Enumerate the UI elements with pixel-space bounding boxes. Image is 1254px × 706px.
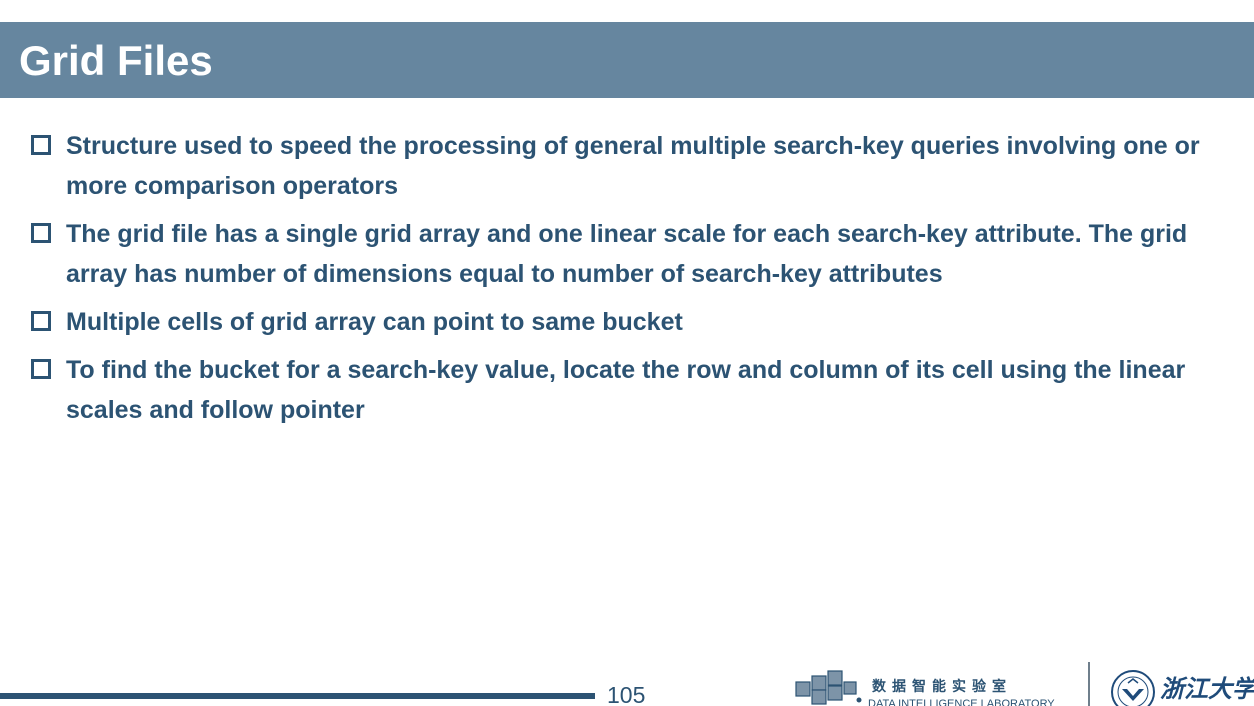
title-bar: Grid Files <box>0 22 1254 98</box>
footer-line <box>0 693 595 699</box>
bullet-text: To find the bucket for a search-key valu… <box>66 356 1186 424</box>
bullet-item: To find the bucket for a search-key valu… <box>30 350 1230 430</box>
square-bullet-icon <box>31 135 51 155</box>
square-bullet-icon <box>31 311 51 331</box>
square-bullet-icon <box>31 223 51 243</box>
bullet-text: Structure used to speed the processing o… <box>66 132 1200 200</box>
footer-divider <box>1088 662 1090 706</box>
lab-name-en: DATA INTELLIGENCE LABORATORY <box>868 698 1055 706</box>
bullet-item: Structure used to speed the processing o… <box>30 126 1230 206</box>
square-bullet-icon <box>31 359 51 379</box>
university-name: 浙江大学 <box>1160 674 1254 703</box>
page-number: 105 <box>607 682 646 706</box>
bullet-list: Structure used to speed the processing o… <box>30 126 1230 438</box>
bullet-item: The grid file has a single grid array an… <box>30 214 1230 294</box>
bullet-text: Multiple cells of grid array can point t… <box>66 308 683 336</box>
slide-title: Grid Files <box>19 37 213 84</box>
bullet-text: The grid file has a single grid array an… <box>66 220 1188 288</box>
bullet-item: Multiple cells of grid array can point t… <box>30 302 1230 342</box>
university-seal-icon <box>1111 670 1155 706</box>
data-cubes-logo-icon <box>795 670 862 705</box>
lab-name-cn: 数据智能实验室 <box>872 678 1012 694</box>
